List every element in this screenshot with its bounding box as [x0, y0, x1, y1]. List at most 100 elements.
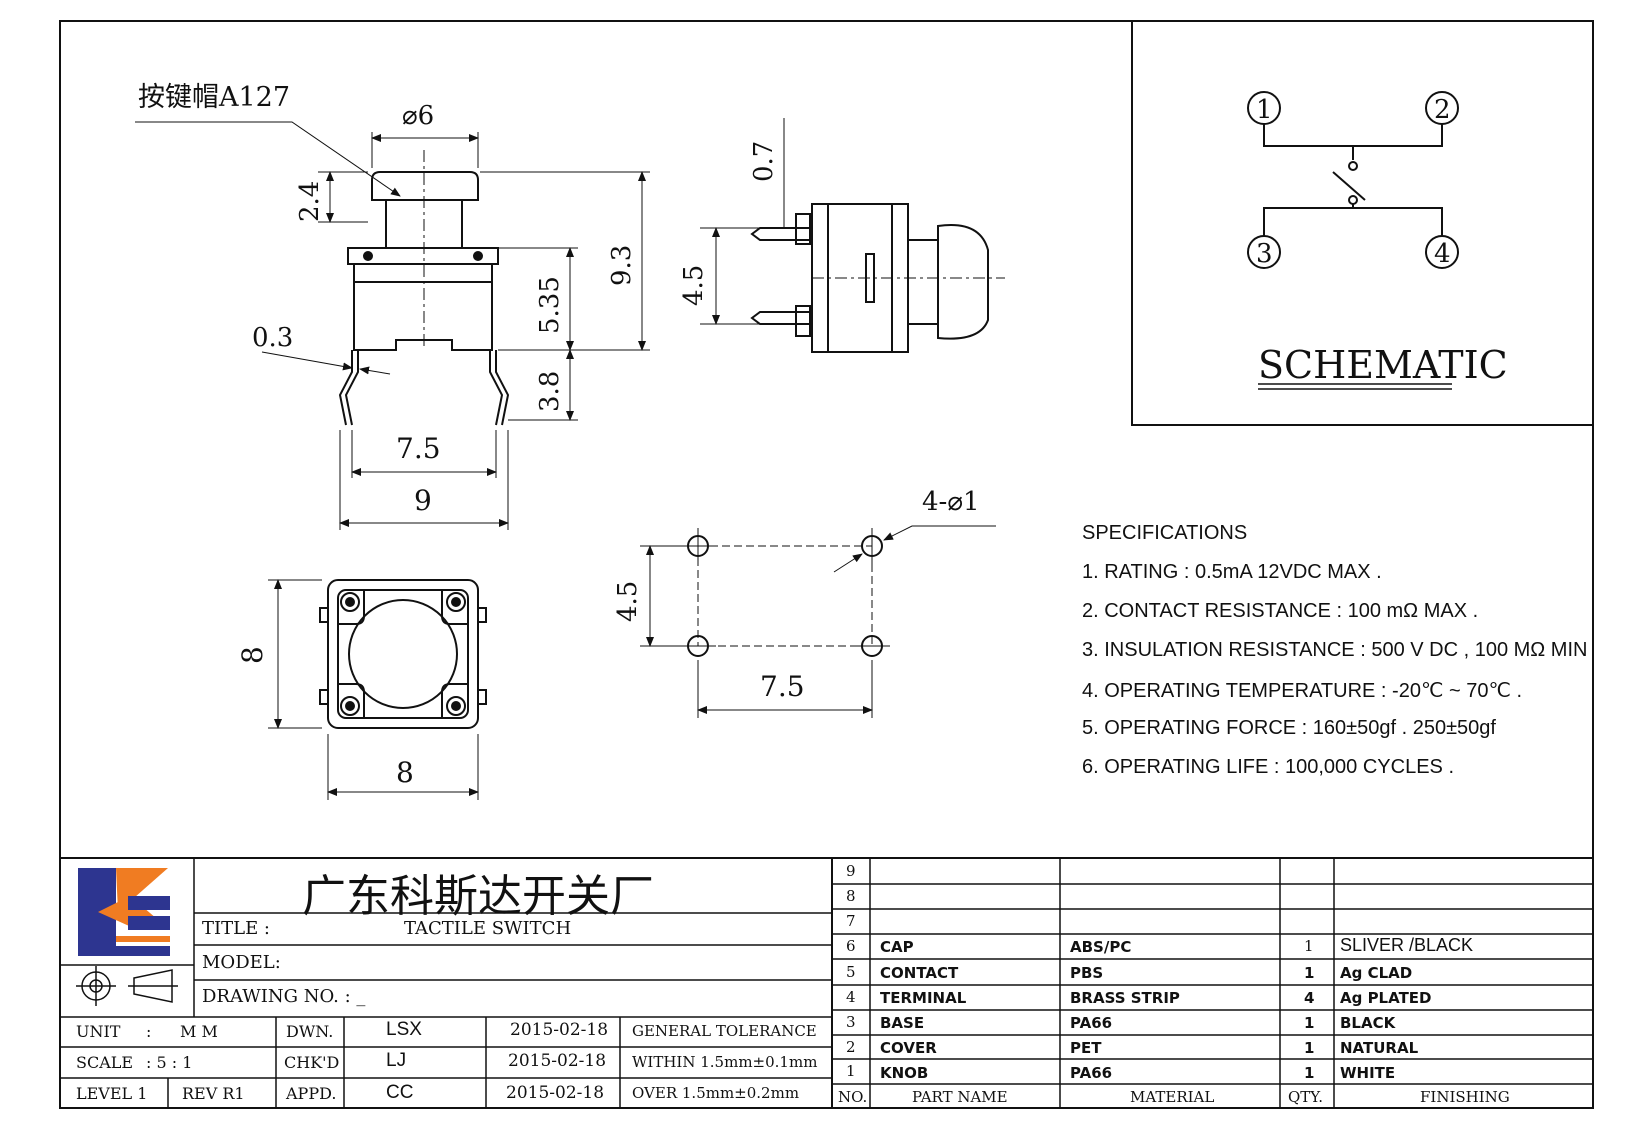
schematic-pin-2: 2: [1434, 95, 1451, 125]
bom-no: 4: [846, 988, 856, 1006]
company-logo: [78, 868, 170, 956]
spec-heading: SPECIFICATIONS: [1082, 522, 1248, 544]
drawing-border: [59, 20, 1594, 1109]
bom-header-qty: QTY.: [1288, 1088, 1324, 1106]
spec-item: 2. CONTACT RESISTANCE : 100 mΩ MAX .: [1082, 600, 1479, 622]
spec-item: 5. OPERATING FORCE : 160±50gf . 250±50gf: [1082, 717, 1496, 739]
bom-part-name: TERMINAL: [880, 989, 967, 1007]
drawing-no-label: DRAWING NO. : _: [202, 986, 366, 1007]
cap-label: 按键帽A127: [138, 82, 290, 113]
top-view-dims: [268, 579, 479, 800]
schematic-pin-4: 4: [1434, 239, 1451, 269]
bom-material: ABS/PC: [1070, 938, 1132, 956]
appd-label: APPD.: [286, 1084, 337, 1103]
scale-value: : 5 : 1: [146, 1053, 193, 1072]
appd-name: CC: [386, 1082, 414, 1103]
tolerance-title: GENERAL TOLERANCE: [632, 1022, 817, 1040]
dim-cap-diameter: ⌀6: [402, 101, 434, 131]
spec-item: 4. OPERATING TEMPERATURE : -20℃ ~ 70℃ .: [1082, 680, 1523, 702]
title-value: TACTILE SWITCH: [404, 918, 572, 939]
dim-total-height: 9.3: [607, 245, 637, 286]
bom-finishing: Ag PLATED: [1340, 989, 1432, 1007]
pcb-layout: [680, 528, 890, 657]
bom-material: BRASS STRIP: [1070, 989, 1180, 1007]
bom-header-material: MATERIAL: [1130, 1088, 1215, 1106]
bom-part-name: COVER: [880, 1039, 937, 1057]
dim-side-top: 0.7: [749, 141, 779, 182]
front-view-dims: [135, 121, 650, 530]
bom-finishing: NATURAL: [1340, 1039, 1419, 1057]
scale-label: SCALE: [76, 1053, 134, 1072]
bom-part-name: KNOB: [880, 1064, 929, 1082]
bom-header-no: NO.: [838, 1088, 868, 1106]
bom-no: 7: [846, 912, 856, 930]
front-view: [338, 150, 510, 426]
bom-finishing: WHITE: [1340, 1064, 1396, 1082]
bom-qty: 1: [1304, 964, 1315, 982]
bom-finishing: Ag CLAD: [1340, 964, 1413, 982]
schematic-title: SCHEMATIC: [1258, 343, 1508, 387]
bom-qty: 1: [1304, 1064, 1315, 1082]
schematic-frame: [1131, 20, 1594, 426]
dim-cap-height: 2.4: [295, 181, 325, 222]
bom-part-name: CAP: [880, 938, 914, 956]
bom-no: 9: [846, 862, 856, 880]
bom-qty: 1: [1304, 937, 1314, 955]
spec-item: 3. INSULATION RESISTANCE : 500 V DC , 10…: [1082, 639, 1588, 661]
chk-name: LJ: [386, 1050, 407, 1071]
side-view-dims: [700, 118, 785, 325]
bom-no: 2: [846, 1038, 856, 1056]
chk-label: CHK'D: [284, 1053, 340, 1072]
bom-header-finishing: FINISHING: [1420, 1088, 1510, 1106]
schematic-diagram: [1247, 91, 1459, 269]
bom-material: PBS: [1070, 964, 1104, 982]
spec-item: 6. OPERATING LIFE : 100,000 CYCLES .: [1082, 756, 1455, 778]
side-view: [750, 203, 1005, 353]
bom-part-name: CONTACT: [880, 964, 959, 982]
title-label: TITLE :: [202, 918, 271, 939]
appd-date: 2015-02-18: [506, 1083, 605, 1103]
level-label: LEVEL 1: [76, 1084, 148, 1103]
spec-item: 1. RATING : 0.5mA 12VDC MAX .: [1082, 561, 1382, 583]
unit-colon: :: [146, 1022, 152, 1041]
dim-pin-pitch: 7.5: [396, 432, 441, 465]
schematic-pin-1: 1: [1256, 95, 1273, 125]
dim-body-width: 9: [414, 484, 432, 517]
pcb-dims: [640, 525, 996, 718]
bom-qty: 1: [1304, 1014, 1315, 1032]
dim-pin-height: 3.8: [535, 371, 565, 412]
rev-label: REV R1: [182, 1084, 245, 1103]
bom-material: PA66: [1070, 1014, 1113, 1032]
projection-symbol-icon: [76, 966, 178, 1006]
dim-pcb-vertical: 4.5: [613, 581, 643, 622]
dim-top-width: 8: [396, 756, 414, 789]
model-label: MODEL:: [202, 952, 281, 973]
dwn-date: 2015-02-18: [510, 1020, 609, 1040]
bom-material: PA66: [1070, 1064, 1113, 1082]
bom-qty: 4: [1304, 989, 1315, 1007]
dim-side-pitch: 4.5: [679, 265, 709, 306]
bom-no: 6: [846, 937, 856, 955]
bom-part-name: BASE: [880, 1014, 925, 1032]
dwn-name: LSX: [386, 1019, 422, 1040]
schematic-pin-3: 3: [1256, 239, 1273, 269]
bom-qty: 1: [1304, 1039, 1315, 1057]
dim-lead-width: 0.3: [252, 323, 293, 353]
top-view: [319, 579, 487, 729]
dwn-label: DWN.: [286, 1022, 334, 1041]
bom-no: 8: [846, 887, 856, 905]
company-name: 广东科斯达开关厂: [302, 871, 654, 922]
bom-finishing: BLACK: [1340, 1014, 1396, 1032]
bom-no: 3: [846, 1013, 856, 1031]
unit-label: UNIT: [76, 1022, 121, 1041]
dim-top-height: 8: [236, 646, 269, 664]
dim-holes: 4-⌀1: [922, 487, 980, 517]
dim-pcb-horizontal: 7.5: [760, 670, 805, 703]
dim-body-height: 5.35: [535, 276, 565, 334]
bom-finishing: SLIVER /BLACK: [1340, 935, 1474, 955]
bom-no: 1: [846, 1062, 856, 1080]
chk-date: 2015-02-18: [508, 1051, 607, 1071]
unit-value: M M: [180, 1022, 218, 1041]
tolerance-within: WITHIN 1.5mm±0.1mm: [632, 1053, 818, 1071]
